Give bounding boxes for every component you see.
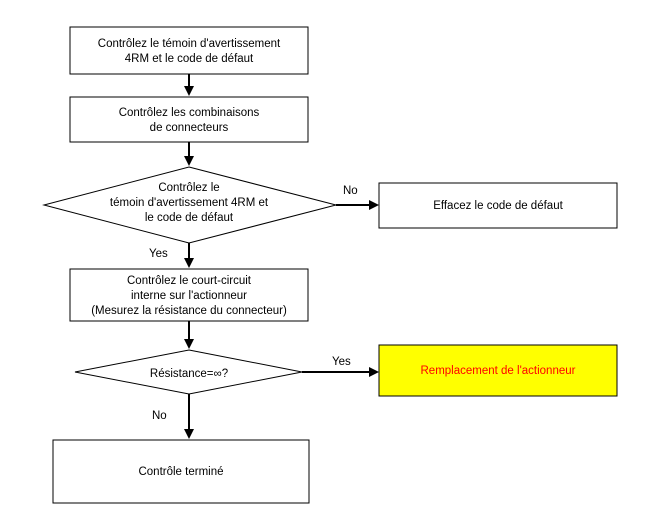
check-warning-box: [69, 26, 309, 75]
decision-warning-line-3: le code de défaut: [145, 212, 234, 224]
decision-warning-line-1: Contrôlez le: [158, 182, 219, 194]
check-short-line-1: Contrôlez le court-circuit: [127, 275, 252, 287]
check-connectors-line-2: de connecteurs: [150, 122, 229, 134]
replace-actuator-box: [378, 344, 618, 397]
edge-label-yes-1: Yes: [149, 248, 168, 260]
check-warning-line-2: 4RM et le code de défaut: [125, 53, 254, 65]
decision-warning-line-2: témoin d'avertissement 4RM et: [110, 197, 269, 209]
check-connectors-box: [69, 96, 309, 143]
check-done-label: Contrôle terminé: [138, 466, 223, 478]
check-warning-line-1: Contrôlez le témoin d'avertissement: [98, 38, 281, 50]
edge-label-yes-2: Yes: [332, 356, 351, 368]
check-short-line-3: (Mesurez la résistance du connecteur): [91, 305, 287, 317]
erase-code-box: [378, 182, 618, 229]
check-connectors-line-1: Contrôlez les combinaisons: [119, 107, 260, 119]
decision-resistance-label: Résistance=∞?: [150, 368, 228, 380]
replace-actuator-label: Remplacement de l'actionneur: [421, 365, 576, 377]
edge-label-no-2: No: [152, 410, 167, 422]
check-short-line-2: interne sur l'actionneur: [131, 290, 247, 302]
erase-code-label: Effacez le code de défaut: [433, 200, 563, 212]
edge-label-no-1: No: [343, 185, 358, 197]
check-done-box: [52, 439, 310, 504]
check-short-box: [69, 268, 309, 322]
